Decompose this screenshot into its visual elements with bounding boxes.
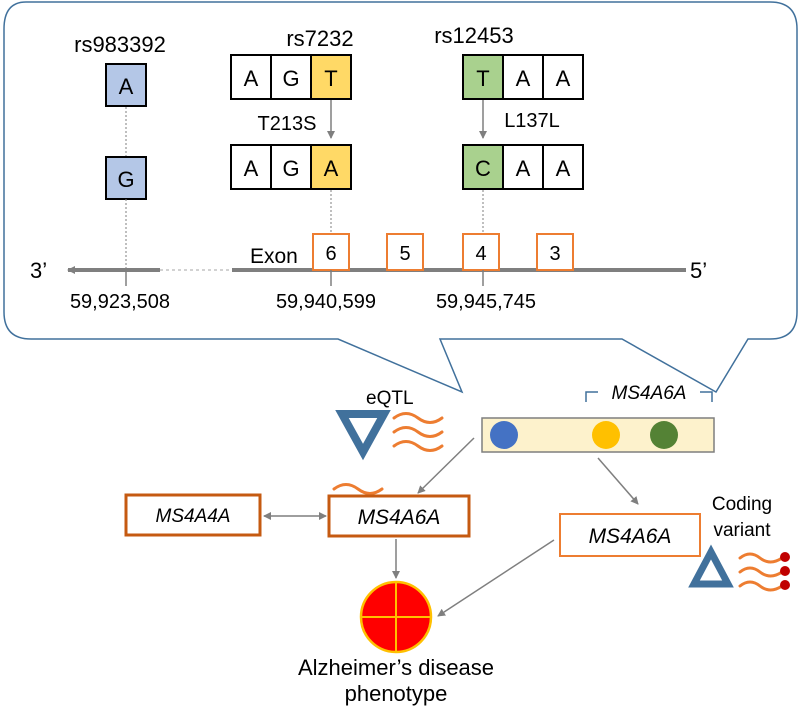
gene-bracket-label: MS4A6A: [612, 383, 687, 404]
arrow-bar-to-expression: [417, 437, 475, 494]
ms4a6a-coding-label: MS4A6A: [589, 525, 672, 548]
coding-variant-dots: [780, 552, 790, 590]
snp-rs983392-ref-base: A: [119, 74, 134, 99]
snp-rs983392-alt-base: G: [117, 167, 134, 192]
ms4a6a-expression-box: [327, 494, 471, 538]
codon-base: A: [244, 66, 259, 91]
codon-base: A: [516, 66, 531, 91]
position-label: 59,945,745: [436, 291, 536, 313]
snp-dot-green: [650, 421, 678, 449]
eqtl-triangle-icon: [335, 410, 391, 461]
codon-base: T: [324, 66, 337, 91]
codon-base: A: [556, 156, 571, 181]
expression-wave-icon: [332, 483, 384, 495]
snp-rs7232-ref-codon: A G T: [230, 54, 352, 100]
codon-base: A: [324, 156, 339, 181]
svg-text:5: 5: [399, 243, 410, 265]
phenotype-label-1: Alzheimer’s disease: [298, 655, 494, 680]
snp-rs7232-label: rs7232: [286, 26, 353, 51]
position-label: 59,940,599: [276, 291, 376, 313]
coding-variant-label-1: Coding: [712, 494, 772, 515]
codon-base: A: [556, 66, 571, 91]
snp-rs7232-alt-codon: A G A: [230, 144, 352, 190]
snp-rs12453-change: L137L: [504, 110, 560, 132]
eqtl-label: eQTL: [366, 388, 414, 409]
codon-base: A: [244, 156, 259, 181]
arrow-coding-to-phenotype: [437, 539, 555, 617]
snp-rs983392-alt-cell: [105, 156, 147, 200]
ms4a6a-expression-label: MS4A6A: [358, 506, 441, 529]
coding-triangle-icon: [688, 544, 734, 588]
svg-text:3: 3: [549, 243, 560, 265]
exon-label: Exon: [250, 245, 298, 268]
snp-rs983392-ref-cell: [105, 63, 147, 107]
phenotype-label-2: phenotype: [345, 681, 448, 706]
codon-base: C: [475, 156, 491, 181]
snp-rs983392-label: rs983392: [74, 32, 166, 57]
ms4a4a-box: [124, 493, 262, 537]
codon-base: G: [282, 66, 299, 91]
snp-rs7232-change: T213S: [258, 113, 317, 135]
codon-base: A: [516, 156, 531, 181]
exon-3: 3: [536, 233, 574, 271]
exon-6: 6: [312, 233, 350, 271]
codon-base: G: [282, 156, 299, 181]
gene-track-5prime: 5’: [690, 258, 707, 283]
svg-text:4: 4: [475, 243, 486, 265]
snp-rs12453-label: rs12453: [434, 23, 514, 48]
snp-rs12453-alt-codon: C A A: [462, 144, 584, 190]
coding-wave-icon: [738, 552, 784, 592]
ms4a6a-coding-box: [559, 513, 701, 557]
ms4a4a-label: MS4A4A: [156, 506, 231, 527]
snp-dot-blue: [490, 421, 518, 449]
coding-variant-label-2: variant: [713, 520, 771, 541]
arrow-bar-to-coding: [597, 457, 639, 505]
gene-bracket: [585, 391, 713, 402]
gene-track-3prime: 3’: [30, 258, 47, 283]
eqtl-wave-icon: [392, 412, 444, 452]
snp-rs12453-ref-codon: T A A: [462, 54, 584, 100]
codon-base: T: [476, 66, 489, 91]
exon-5: 5: [386, 233, 424, 271]
callout-border: [3, 1, 798, 394]
phenotype-icon: [359, 580, 433, 654]
snp-dot-yellow: [592, 421, 620, 449]
svg-text:6: 6: [325, 243, 336, 265]
position-label: 59,923,508: [70, 291, 170, 313]
exon-4: 4: [462, 233, 500, 271]
